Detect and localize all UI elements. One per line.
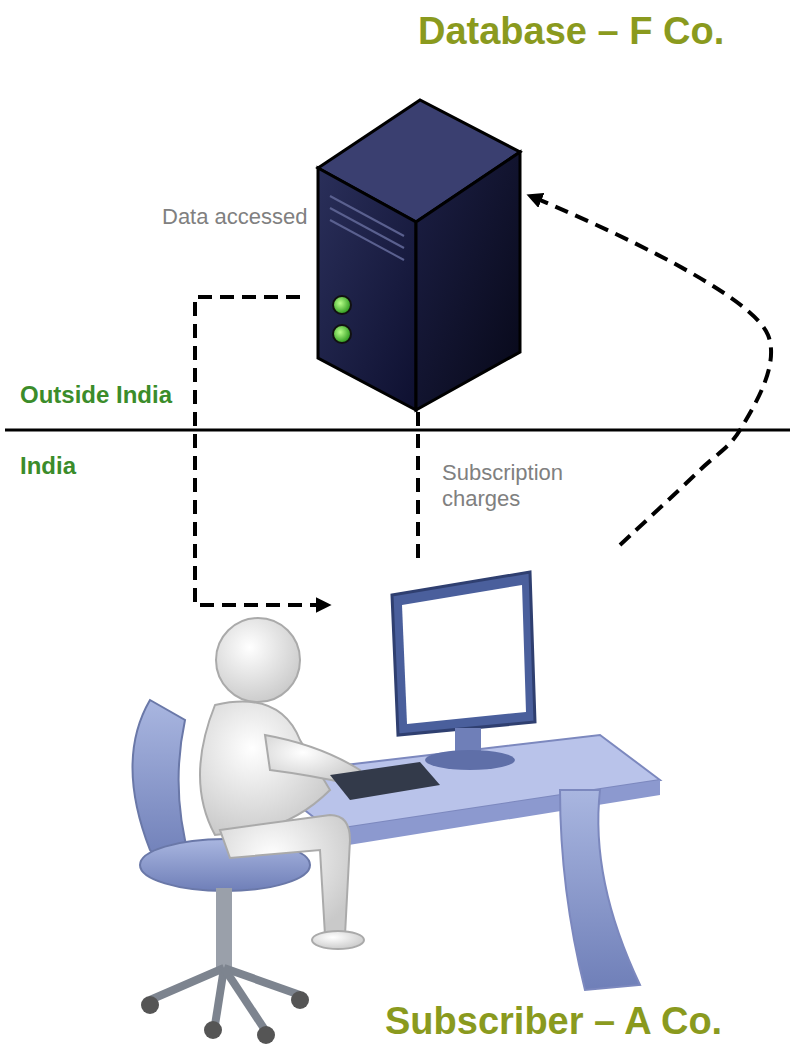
border-line (5, 429, 790, 432)
edge-label: Subscription charges (440, 460, 594, 513)
server-icon (318, 100, 520, 410)
person-icon (200, 618, 440, 949)
server-node: Database – F Co. (300, 98, 528, 410)
dashed-arrow (195, 297, 330, 605)
subscriber-node: Subscriber – A Co. (330, 545, 650, 995)
node-heading: Subscriber – A Co. (385, 1000, 722, 1043)
monitor-icon (392, 572, 535, 770)
region-label: Outside India (20, 381, 172, 409)
edge-label: Data accessed (160, 204, 314, 230)
region-label: India (20, 452, 76, 480)
node-heading: Database – F Co. (418, 10, 724, 53)
dashed-line (416, 412, 420, 560)
